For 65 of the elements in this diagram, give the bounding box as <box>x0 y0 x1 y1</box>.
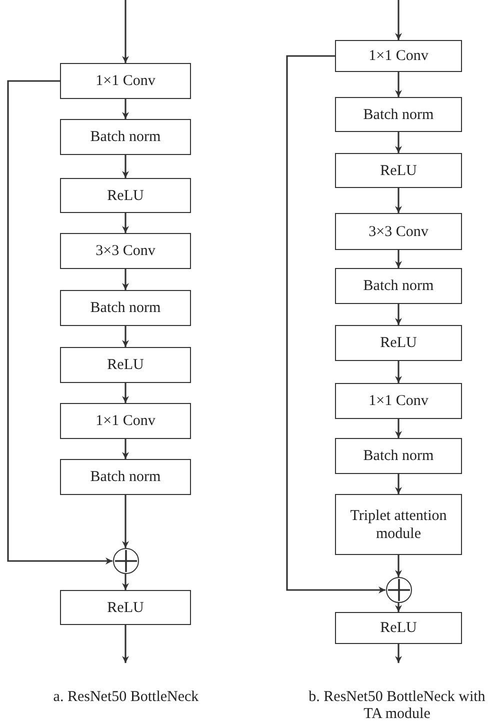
arrow <box>395 304 402 325</box>
process-box <box>335 383 462 419</box>
arrow <box>122 439 129 459</box>
box-label: 1×1 Conv <box>96 412 156 430</box>
process-box <box>335 40 462 72</box>
process-box <box>335 97 462 132</box>
box-label: Triplet attention module <box>349 506 448 542</box>
process-box <box>60 119 191 155</box>
arrow <box>122 155 129 178</box>
arrow <box>395 555 402 577</box>
box-label: Batch norm <box>90 128 161 146</box>
process-box <box>335 612 462 644</box>
box-label: ReLU <box>107 186 144 204</box>
arrow <box>122 269 129 290</box>
process-box <box>335 494 462 555</box>
arrow <box>122 326 129 347</box>
arrow <box>395 250 402 268</box>
figure-caption: b. ResNet50 BottleNeck with TA module <box>308 689 486 724</box>
process-box <box>60 63 191 99</box>
box-label: 3×3 Conv <box>96 242 156 260</box>
box-label: ReLU <box>107 598 144 616</box>
process-box <box>60 347 191 383</box>
arrow <box>395 603 402 612</box>
process-box <box>60 459 191 495</box>
process-box <box>60 233 191 269</box>
box-label: 1×1 Conv <box>368 47 428 65</box>
arrow <box>395 474 402 494</box>
arrow <box>395 188 402 213</box>
arrow <box>395 132 402 153</box>
process-box <box>60 403 191 439</box>
process-box <box>60 590 191 625</box>
process-box <box>335 213 462 250</box>
box-label: Batch norm <box>90 468 161 486</box>
arrow <box>122 213 129 233</box>
process-box <box>60 178 191 213</box>
box-label: Batch norm <box>363 277 434 295</box>
arrow <box>7 80 112 564</box>
arrow <box>395 419 402 438</box>
process-box <box>335 438 462 474</box>
arrow <box>395 361 402 383</box>
arrow <box>286 55 386 594</box>
arrow <box>122 574 129 590</box>
box-label: ReLU <box>380 334 417 352</box>
arrow <box>395 72 402 97</box>
box-label: ReLU <box>380 619 417 637</box>
process-box <box>335 268 462 304</box>
arrow <box>122 99 129 119</box>
arrow <box>395 0 402 40</box>
box-label: Batch norm <box>363 106 434 124</box>
arrow <box>122 383 129 403</box>
process-box <box>60 290 191 326</box>
box-label: Batch norm <box>363 447 434 465</box>
box-label: 3×3 Conv <box>368 222 428 240</box>
box-label: ReLU <box>107 356 144 374</box>
arrow <box>122 495 129 548</box>
arrow <box>122 0 129 63</box>
process-box <box>335 325 462 361</box>
figure-caption: a. ResNet50 BottleNeck <box>52 689 200 706</box>
box-label: 1×1 Conv <box>96 72 156 90</box>
box-label: 1×1 Conv <box>368 392 428 410</box>
arrow <box>122 625 129 663</box>
process-box <box>335 153 462 188</box>
arrow <box>395 644 402 663</box>
box-label: ReLU <box>380 162 417 180</box>
box-label: Batch norm <box>90 299 161 317</box>
